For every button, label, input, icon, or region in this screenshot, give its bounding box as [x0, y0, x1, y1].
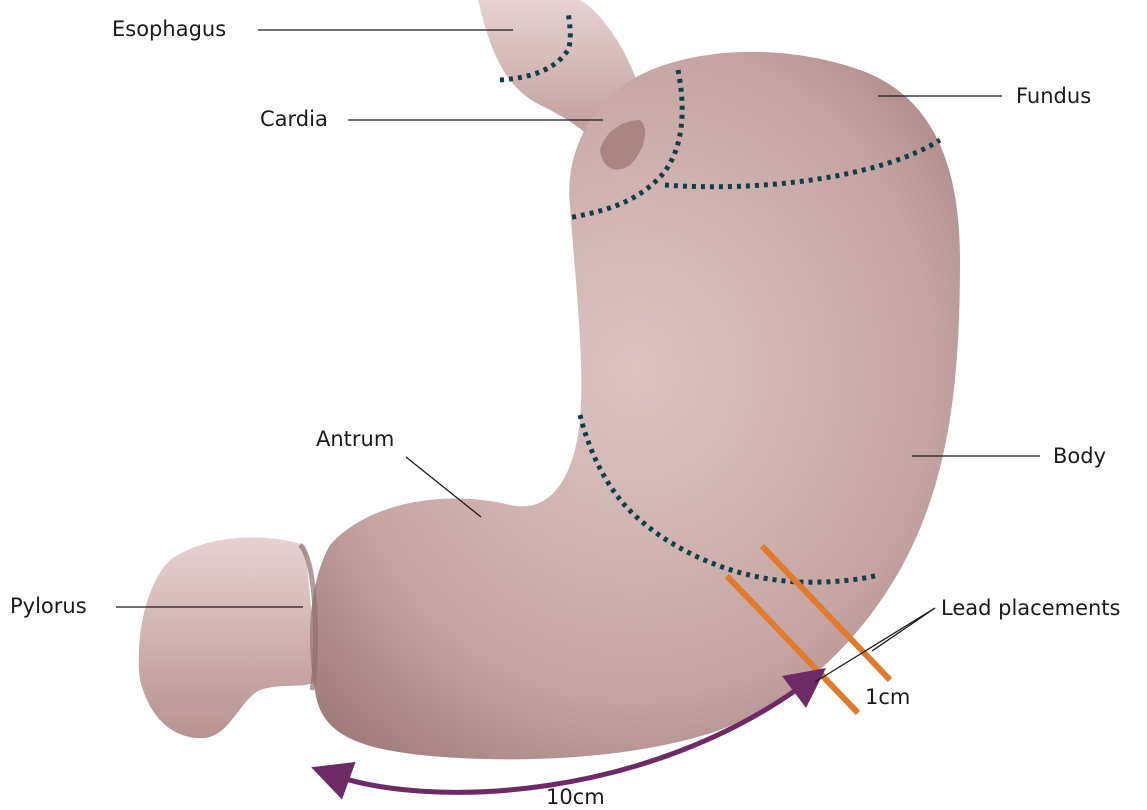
duodenum-shape — [139, 537, 318, 738]
esophagus-label: Esophagus — [112, 19, 226, 40]
cardia-label: Cardia — [260, 109, 328, 130]
antrum-label: Antrum — [316, 429, 394, 450]
body-label: Body — [1053, 446, 1106, 467]
lead-placements-label: Lead placements — [941, 598, 1120, 619]
lead-leader-2 — [872, 608, 935, 651]
lead-spacing-label: 1cm — [865, 687, 910, 708]
fundus-label: Fundus — [1016, 86, 1091, 107]
arc-distance-label: 10cm — [546, 787, 605, 808]
pylorus-label: Pylorus — [10, 596, 87, 617]
